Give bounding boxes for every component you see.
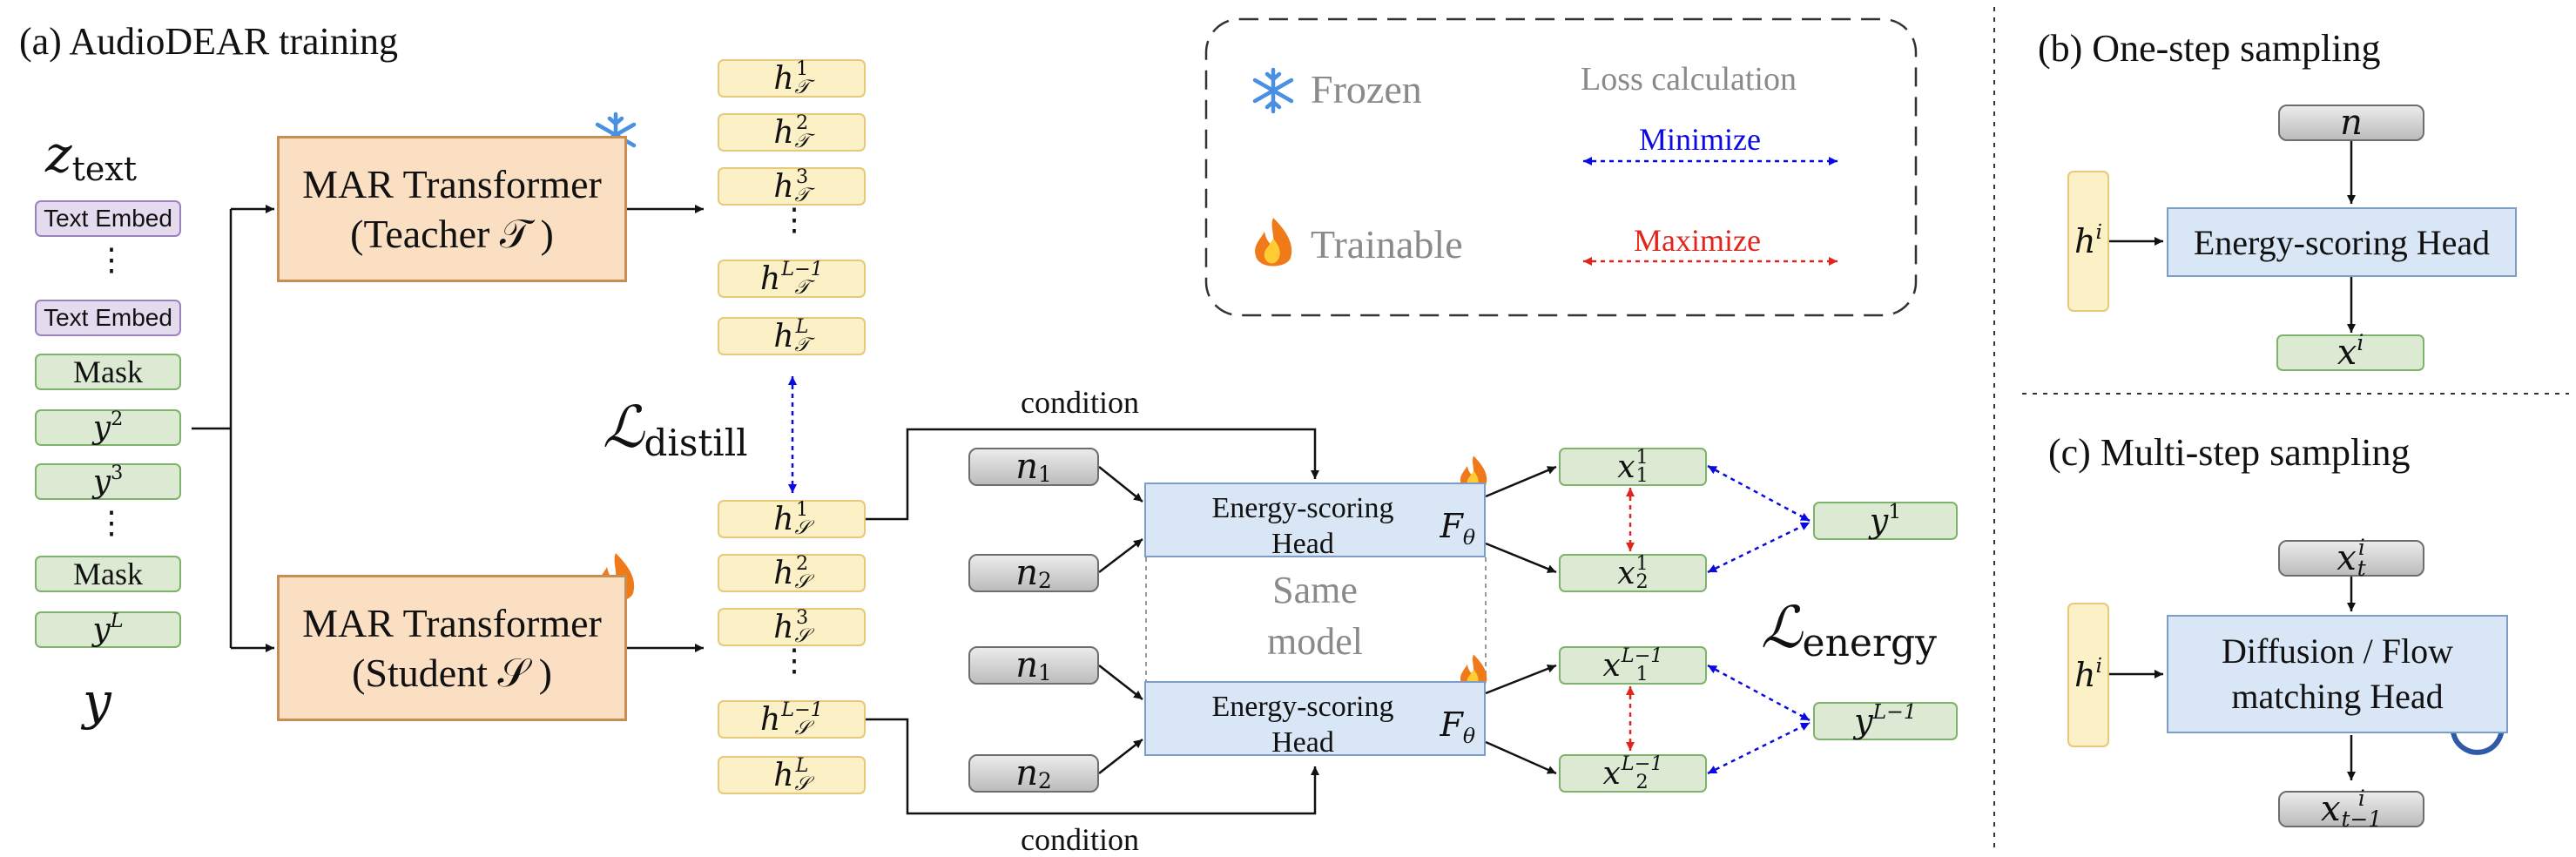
- arrow-n2-top: [1098, 538, 1143, 573]
- legend-trainable-label: Trainable: [1311, 222, 1463, 267]
- minimize-arrow-x11: [1707, 464, 1811, 523]
- arrow-head-to-xL2: [1485, 740, 1557, 775]
- condition-label-top: condition: [1021, 385, 1139, 420]
- student-line1: MAR Transformer: [302, 600, 602, 645]
- arrow-n1-top: [1098, 466, 1143, 503]
- panel-c-title: (c) Multi-step sampling: [2048, 431, 2411, 474]
- energy-loss-label: ℒenergy: [1761, 594, 1938, 665]
- f-theta-label: Fθ: [1440, 507, 1475, 550]
- arrow-head-to-x12: [1485, 542, 1557, 574]
- z-text-label: ztext: [45, 125, 138, 188]
- condition-top-line: [865, 428, 1319, 521]
- panel-a-title: (a) AudioDEAR training: [19, 20, 399, 63]
- student-transformer: MAR Transformer (Student 𝒮 ): [277, 575, 627, 721]
- panel-b-energy-head: Energy-scoring Head: [2167, 207, 2517, 277]
- f-theta-label: Fθ: [1440, 705, 1475, 749]
- text-embed-box: Text Embed: [35, 300, 181, 336]
- minimize-arrow-xL2: [1707, 721, 1811, 775]
- panel-b-title: (b) One-step sampling: [2038, 27, 2381, 70]
- legend-frozen-label: Frozen: [1311, 67, 1422, 111]
- arrow-head-to-xL1: [1485, 664, 1557, 695]
- arrow-n2-bottom: [1098, 739, 1143, 774]
- legend-maximize-label: Maximize: [1634, 223, 1761, 258]
- dots: ⋮: [96, 242, 127, 277]
- dots: ⋮: [779, 643, 810, 678]
- teacher-transformer: MAR Transformer (Teacher 𝒯 ): [277, 136, 627, 282]
- legend-frame: [1204, 17, 1918, 317]
- teacher-line2: (Teacher 𝒯 ): [350, 212, 554, 256]
- arrow-n1-bottom: [1098, 665, 1143, 700]
- legend-loss-calc-label: Loss calculation: [1581, 61, 1797, 98]
- mask-box: Mask: [35, 556, 181, 592]
- minimize-arrow-x12: [1707, 521, 1811, 574]
- distill-loss-label: ℒdistill: [603, 394, 748, 464]
- condition-bottom-line: [865, 718, 1319, 815]
- legend-minimize-label: Minimize: [1639, 122, 1761, 157]
- teacher-line1: MAR Transformer: [302, 161, 602, 206]
- panel-b-noise-box: n: [2278, 103, 2424, 143]
- input-branch-lines: [192, 209, 233, 648]
- text-embed-box: Text Embed: [35, 200, 181, 237]
- arrow-head-to-x11: [1485, 465, 1557, 498]
- dots: ⋮: [779, 202, 810, 237]
- fire-icon: [1255, 218, 1292, 267]
- condition-label-bottom: condition: [1021, 822, 1139, 857]
- minimize-arrow-xL1: [1707, 664, 1811, 722]
- student-line2: (Student 𝒮 ): [352, 651, 552, 695]
- dots: ⋮: [96, 505, 127, 540]
- mask-box: Mask: [35, 354, 181, 390]
- snowflake-icon: [1252, 67, 1294, 114]
- y-label: y: [83, 671, 111, 731]
